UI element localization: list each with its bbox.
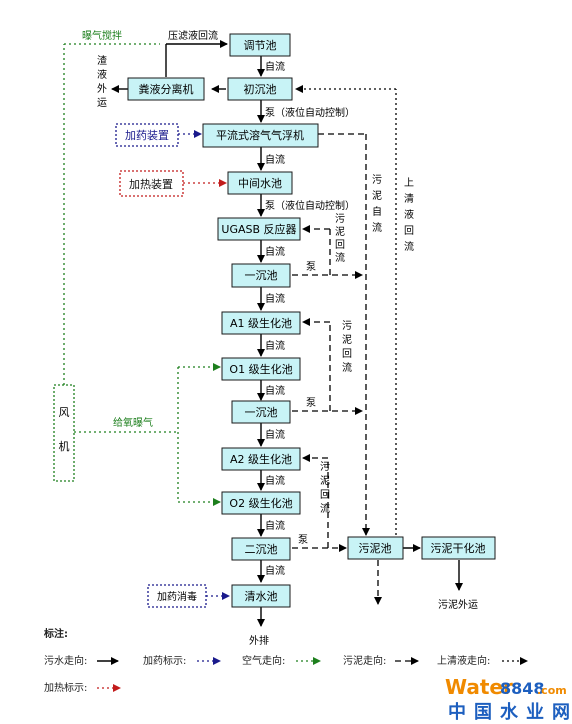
svg-text:污泥回流: 污泥回流 — [335, 213, 345, 264]
svg-text:泵（液位自动控制）: 泵（液位自动控制） — [265, 106, 355, 119]
svg-text:给氧曝气: 给氧曝气 — [113, 416, 153, 429]
svg-text:渣液外运: 渣液外运 — [97, 54, 107, 109]
box-jiayao-zhuangzhi: 加药装置 — [115, 123, 179, 147]
legend: 标注: 污水走向: 加药标示: 空气走向: 污泥走向: 上清液走向: 加热标示: — [43, 627, 528, 694]
svg-text:曝气搅拌: 曝气搅拌 — [82, 29, 122, 42]
svg-text:UGASB 反应器: UGASB 反应器 — [221, 222, 296, 236]
svg-text:A2 级生化池: A2 级生化池 — [230, 452, 292, 466]
svg-text:O1 级生化池: O1 级生化池 — [229, 362, 292, 376]
box-fenli-ji: 粪液分离机 — [127, 77, 205, 101]
svg-text:污泥干化池: 污泥干化池 — [431, 541, 486, 555]
box-qifu-ji: 平流式溶气气浮机 — [202, 123, 319, 148]
box-wuni-chi: 污泥池 — [347, 536, 404, 560]
svg-text:自流: 自流 — [265, 474, 285, 487]
dosing-lines — [178, 130, 230, 600]
box-o2-shenghua-chi: O2 级生化池 — [221, 491, 301, 515]
svg-text:一沉池: 一沉池 — [245, 406, 278, 419]
svg-text:泵: 泵 — [306, 397, 316, 409]
box-yichen-chi-2: 一沉池 — [231, 400, 291, 424]
svg-text:二沉池: 二沉池 — [245, 543, 278, 556]
box-a1-shenghua-chi: A1 级生化池 — [221, 311, 301, 335]
svg-text:自流: 自流 — [265, 519, 285, 532]
svg-text:清水池: 清水池 — [245, 590, 278, 603]
box-tiaojie-chi: 调节池 — [229, 33, 291, 57]
svg-text:加热装置: 加热装置 — [129, 178, 173, 191]
svg-text:空气走向:: 空气走向: — [242, 654, 285, 667]
svg-text:自流: 自流 — [265, 153, 285, 166]
svg-text:加热标示:: 加热标示: — [44, 681, 87, 694]
svg-text:上清液走向:: 上清液走向: — [437, 654, 490, 667]
box-a2-shenghua-chi: A2 级生化池 — [221, 447, 301, 471]
svg-text:自流: 自流 — [265, 60, 285, 73]
supernatant-return-line — [295, 85, 397, 540]
svg-text:调节池: 调节池 — [244, 39, 277, 52]
box-yichen-chi-1: 一沉池 — [231, 263, 291, 288]
svg-text:自流: 自流 — [265, 245, 285, 258]
svg-text:O2 级生化池: O2 级生化池 — [229, 496, 292, 510]
svg-text:自流: 自流 — [265, 384, 285, 397]
watermark-logo: Water 8848 .com 中国水业网 — [445, 675, 572, 723]
svg-text:上清液回流: 上清液回流 — [404, 177, 414, 253]
svg-text:污泥外运: 污泥外运 — [438, 598, 478, 611]
sewage-flow-lines — [111, 40, 463, 627]
flow-annotations: 曝气搅拌 压滤液回流 渣液外运 自流 泵（液位自动控制） 自流 泵（液位自动控制… — [82, 29, 478, 647]
svg-text:加药标示:: 加药标示: — [143, 655, 186, 667]
svg-text:泵（液位自动控制）: 泵（液位自动控制） — [265, 199, 355, 212]
box-zhongjian-shuichi: 中间水池 — [227, 171, 293, 195]
svg-text:Water: Water — [445, 675, 513, 699]
svg-text:压滤液回流: 压滤液回流 — [168, 29, 218, 42]
svg-text:中国水业网: 中国水业网 — [448, 701, 572, 723]
svg-text:自流: 自流 — [265, 428, 285, 441]
svg-text:污泥回流: 污泥回流 — [342, 320, 352, 374]
svg-text:A1 级生化池: A1 级生化池 — [230, 316, 292, 330]
box-uasb-reactor: UGASB 反应器 — [217, 217, 301, 241]
box-qingshui-chi: 清水池 — [231, 584, 291, 608]
sludge-flow-lines — [292, 133, 382, 605]
box-jiayao-xiaodu: 加药消毒 — [147, 584, 207, 608]
svg-text:加药装置: 加药装置 — [125, 129, 169, 142]
svg-text:污水走向:: 污水走向: — [44, 654, 87, 667]
box-wuni-ganhua-chi: 污泥干化池 — [421, 536, 496, 560]
svg-text:自流: 自流 — [265, 564, 285, 577]
svg-text:中间水池: 中间水池 — [238, 177, 282, 190]
svg-text:外排: 外排 — [249, 634, 269, 647]
svg-text:污泥回流: 污泥回流 — [320, 461, 330, 515]
svg-text:平流式溶气气浮机: 平流式溶气气浮机 — [216, 128, 304, 142]
svg-text:风机: 风机 — [59, 406, 70, 453]
svg-text:污泥池: 污泥池 — [359, 542, 392, 555]
svg-text:标注:: 标注: — [43, 627, 68, 640]
svg-text:.com: .com — [537, 684, 567, 697]
box-jiare-zhuangzhi: 加热装置 — [119, 170, 184, 197]
svg-text:自流: 自流 — [265, 292, 285, 305]
svg-text:加药消毒: 加药消毒 — [157, 590, 197, 603]
box-o1-shenghua-chi: O1 级生化池 — [221, 357, 301, 381]
box-chuchen-chi: 初沉池 — [227, 77, 293, 101]
svg-text:污泥走向:: 污泥走向: — [343, 654, 386, 667]
svg-text:8848: 8848 — [500, 679, 545, 698]
svg-text:污泥自流: 污泥自流 — [372, 174, 382, 234]
svg-text:初沉池: 初沉池 — [244, 82, 277, 96]
svg-text:泵: 泵 — [298, 534, 308, 546]
svg-text:泵: 泵 — [306, 261, 316, 273]
box-erchen-chi: 二沉池 — [231, 537, 291, 561]
svg-text:粪液分离机: 粪液分离机 — [139, 82, 194, 96]
svg-text:自流: 自流 — [265, 339, 285, 352]
air-flow-lines — [63, 43, 221, 506]
box-fengji: 风机 — [53, 384, 75, 482]
svg-text:一沉池: 一沉池 — [245, 269, 278, 282]
